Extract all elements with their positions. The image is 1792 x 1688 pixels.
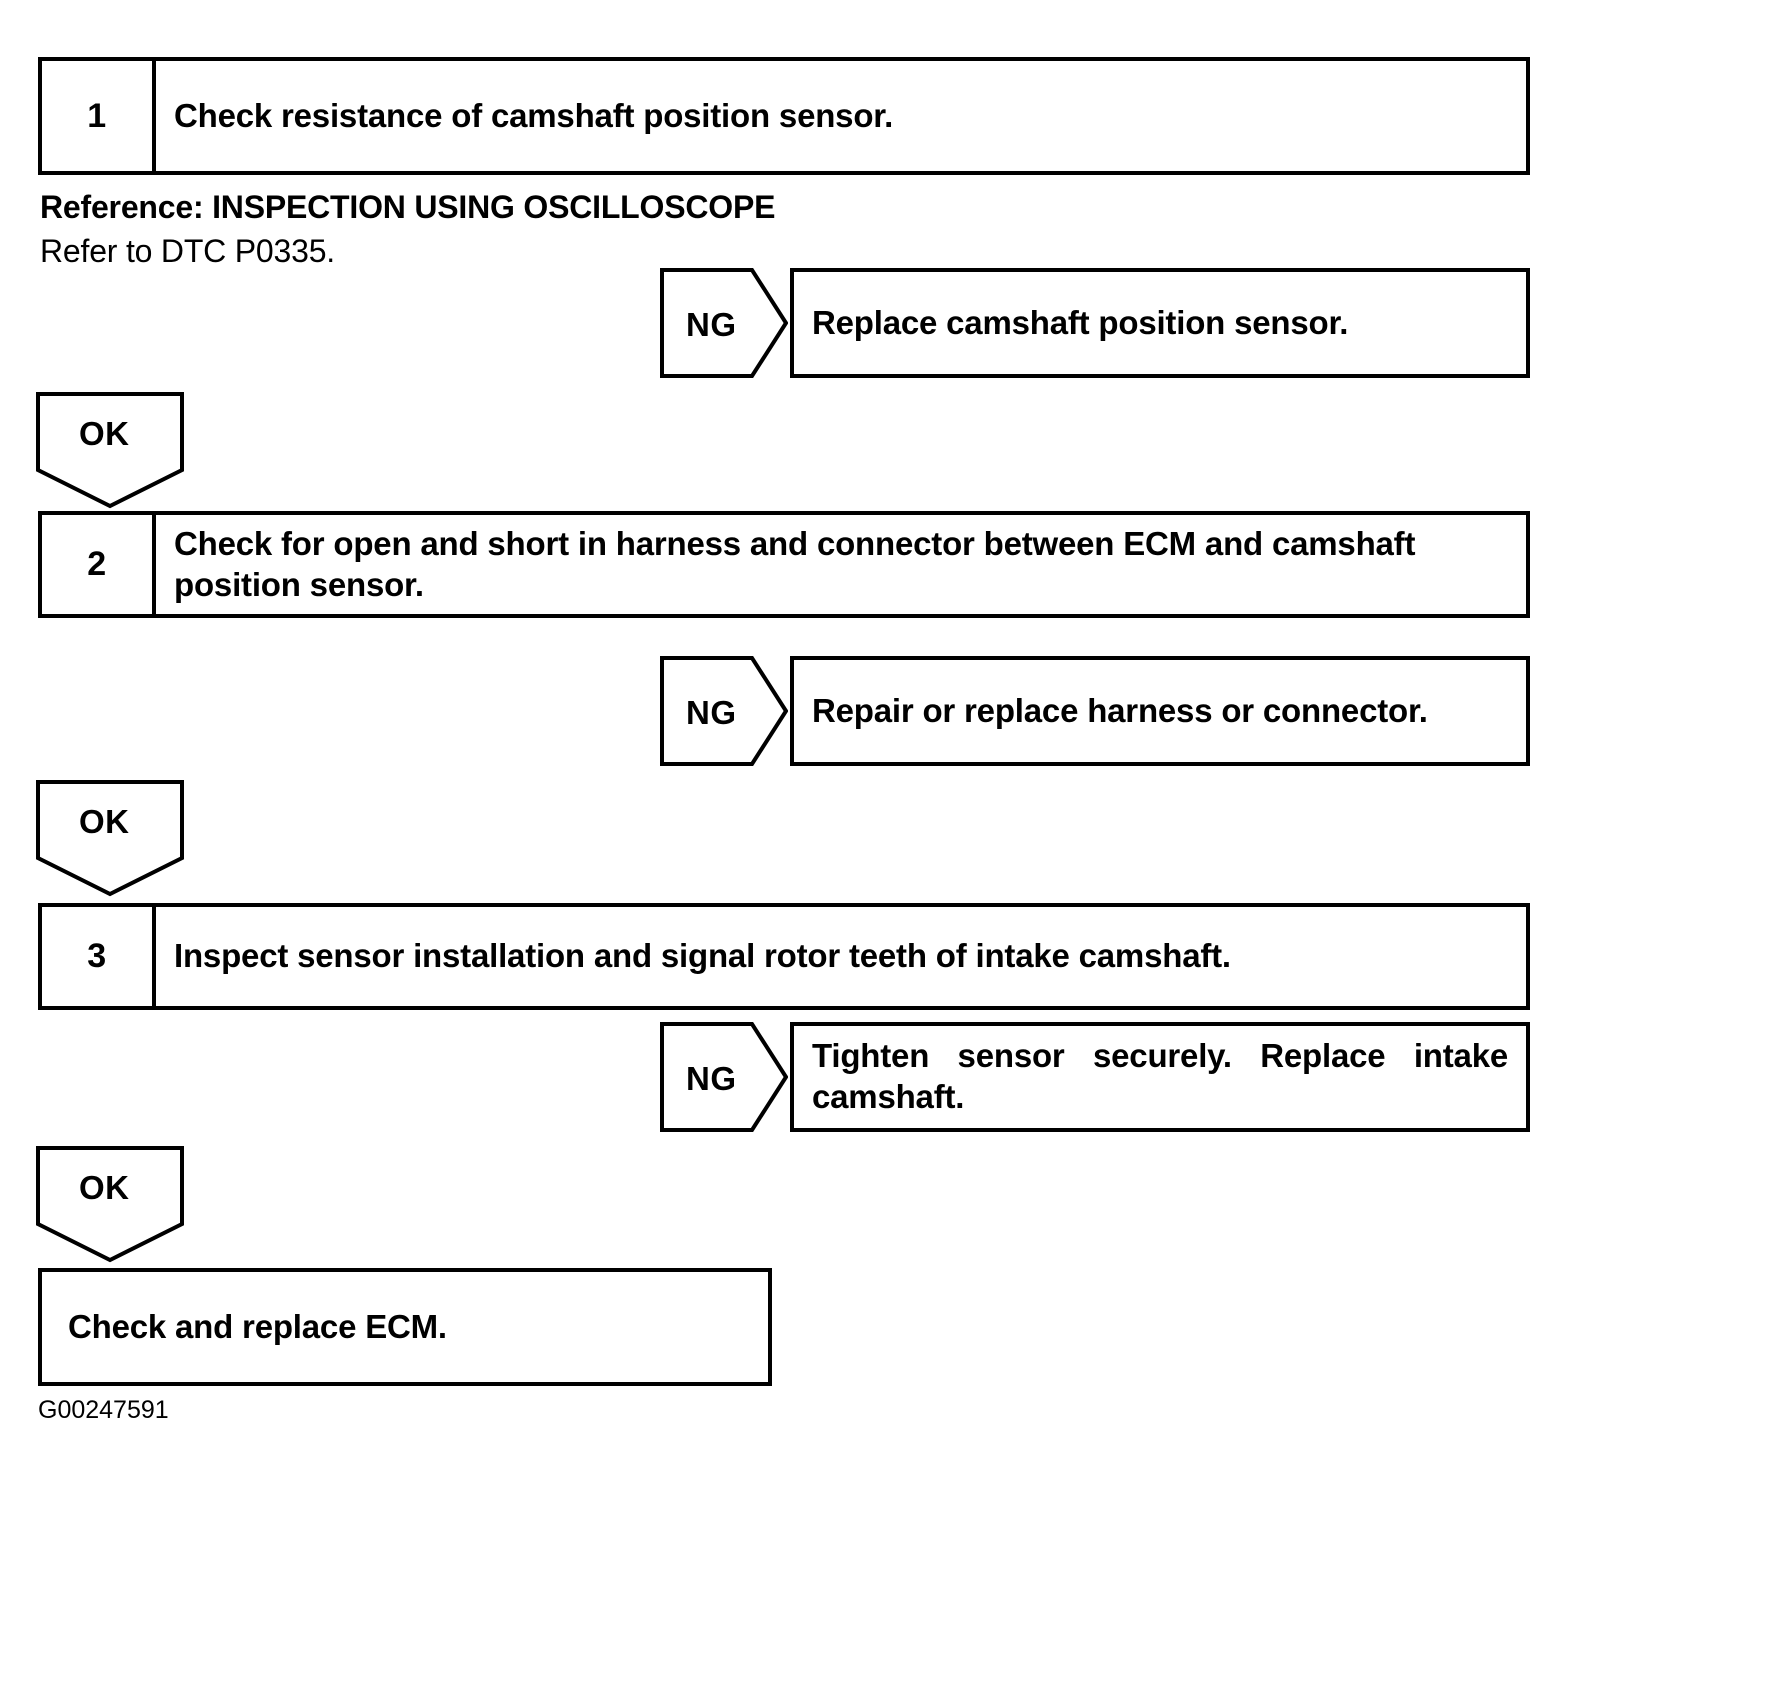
step-number-1: 1 (42, 61, 156, 171)
ng-action-box-2: Repair or replace harness or connector. (790, 656, 1530, 766)
ng-action-box-3: Tighten sensor securely. Replace intake … (790, 1022, 1530, 1132)
reference-label: Reference: INSPECTION USING OSCILLOSCOPE (40, 189, 776, 225)
ng-arrow-2-shape (660, 656, 788, 766)
ok-arrow-1-shape (36, 392, 184, 509)
step-box-1: 1 Check resistance of camshaft position … (38, 57, 1530, 175)
ok-arrow-2 (34, 780, 186, 898)
final-action-text: Check and replace ECM. (68, 1307, 447, 1345)
ok-label-2: OK (79, 803, 130, 840)
ng-action-text-3: Tighten sensor securely. Replace intake … (812, 1037, 1508, 1115)
ng-label-2: NG (686, 694, 737, 731)
ng-arrow-1-shape (660, 268, 788, 378)
final-action-box: Check and replace ECM. (38, 1268, 772, 1386)
step-text-3: Inspect sensor installation and signal r… (174, 937, 1231, 975)
step-number-2: 2 (42, 515, 156, 614)
ng-arrow-3 (660, 1022, 788, 1132)
refer-to-dtc-line: Refer to DTC P0335. (40, 233, 335, 269)
ng-action-text-1: Replace camshaft position sensor. (812, 303, 1349, 341)
ng-arrow-1 (660, 268, 788, 378)
figure-code: G00247591 (38, 1396, 169, 1424)
ok-arrow-3 (34, 1146, 186, 1264)
ng-action-text-2: Repair or replace harness or connector. (812, 691, 1428, 729)
step-text-1: Check resistance of camshaft position se… (174, 96, 894, 134)
ok-arrow-1 (34, 392, 186, 510)
step-box-2: 2 Check for open and short in harness an… (38, 511, 1530, 618)
ng-label-1: NG (686, 306, 737, 343)
step-box-3: 3 Inspect sensor installation and signal… (38, 903, 1530, 1010)
ok-arrow-2-shape (36, 780, 184, 897)
ok-label-3: OK (79, 1169, 130, 1206)
ng-action-box-1: Replace camshaft position sensor. (790, 268, 1530, 378)
ng-label-3: NG (686, 1060, 737, 1097)
ng-arrow-2 (660, 656, 788, 766)
ok-arrow-3-shape (36, 1146, 184, 1263)
step-number-3: 3 (42, 907, 156, 1006)
ng-arrow-3-shape (660, 1022, 788, 1132)
ok-label-1: OK (79, 415, 130, 452)
step-text-2: Check for open and short in harness and … (174, 524, 1416, 603)
